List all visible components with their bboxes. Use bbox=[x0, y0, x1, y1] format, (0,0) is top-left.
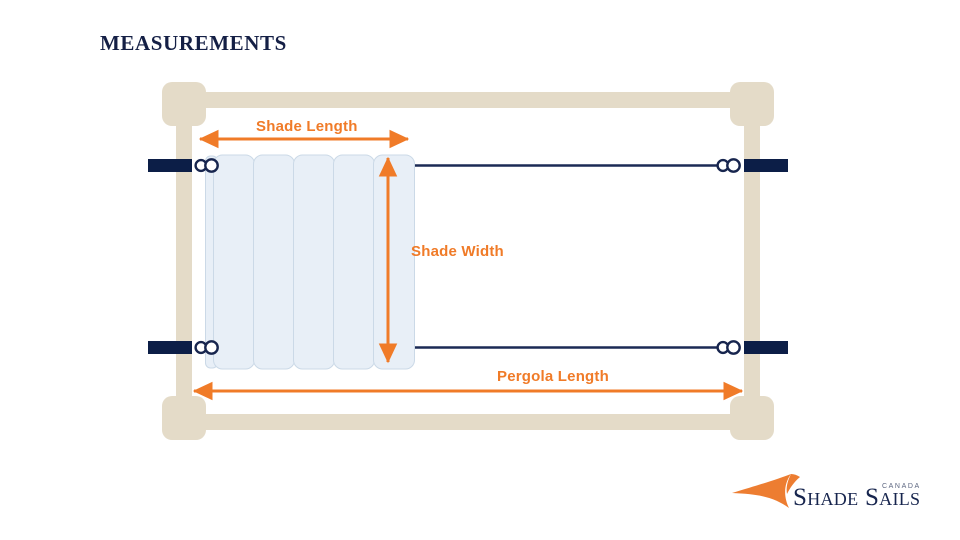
beam-left bbox=[176, 96, 192, 418]
wall-brackets bbox=[148, 159, 788, 354]
measurement-label-shade-length: Shade Length bbox=[256, 118, 358, 135]
logo-region-label: CANADA bbox=[882, 483, 921, 490]
bracket-top-left bbox=[148, 159, 192, 172]
shade-panel-2 bbox=[213, 154, 255, 370]
rings-top-right bbox=[716, 158, 741, 173]
shade-panel-6 bbox=[373, 154, 415, 370]
rings-top-left bbox=[194, 158, 219, 173]
post-top-right bbox=[730, 82, 774, 126]
beam-right bbox=[744, 96, 760, 418]
post-bottom-right bbox=[730, 396, 774, 440]
shade-panel-4 bbox=[293, 154, 335, 370]
rings-bottom-right bbox=[716, 340, 741, 355]
measurement-arrows bbox=[192, 129, 744, 401]
logo-wordmark: Shade Sails bbox=[793, 484, 921, 511]
shade-sails-canada-logo: Shade Sails CANADA bbox=[731, 470, 927, 526]
rings-bottom-left bbox=[194, 340, 219, 355]
shade-panel-3 bbox=[253, 154, 295, 370]
post-bottom-left bbox=[162, 396, 206, 440]
post-top-left bbox=[162, 82, 206, 126]
pergola-frame bbox=[162, 82, 774, 440]
shade-rings bbox=[194, 158, 741, 355]
sail-icon bbox=[731, 473, 803, 509]
beam-top bbox=[176, 92, 760, 108]
measurement-label-pergola-length: Pergola Length bbox=[497, 368, 609, 385]
support-cables bbox=[410, 164, 720, 349]
beam-bottom bbox=[176, 414, 760, 430]
bracket-bottom-right bbox=[744, 341, 788, 354]
shade-sail-fabric bbox=[205, 154, 415, 370]
measurement-label-shade-width: Shade Width bbox=[411, 243, 504, 260]
shade-panel-5 bbox=[333, 154, 375, 370]
page-title: MEASUREMENTS bbox=[100, 31, 287, 55]
bracket-bottom-left bbox=[148, 341, 192, 354]
bracket-top-right bbox=[744, 159, 788, 172]
